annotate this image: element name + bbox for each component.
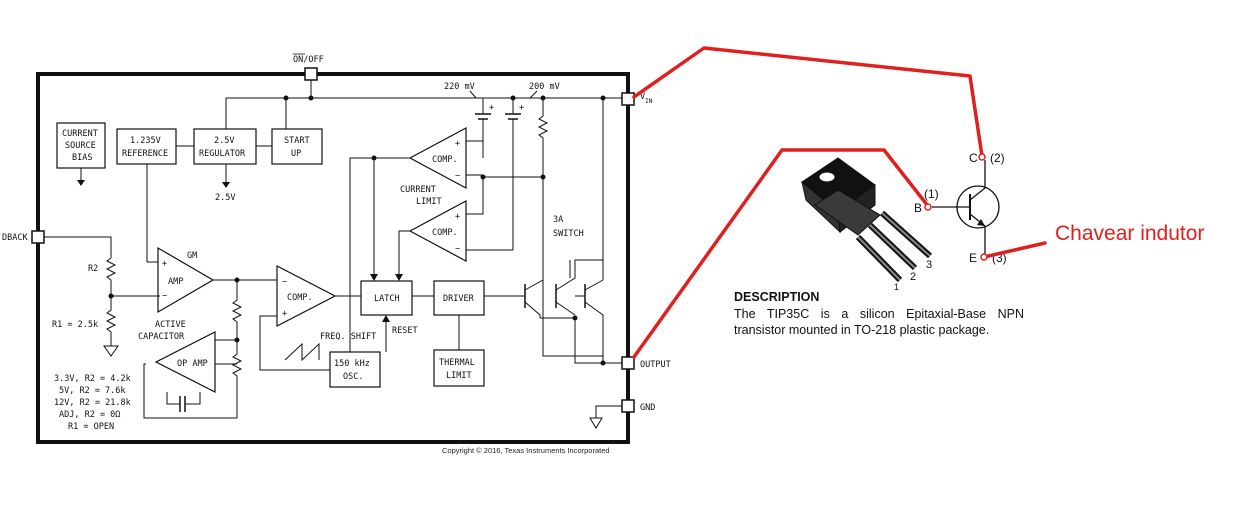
gnd-label: GND — [640, 403, 655, 413]
svg-text:ADJ, R2 = 0Ω: ADJ, R2 = 0Ω — [59, 410, 120, 420]
oscillator-block — [329, 351, 381, 388]
svg-text:FREQ. SHIFT: FREQ. SHIFT — [320, 332, 376, 342]
svg-text:2.5V: 2.5V — [214, 136, 234, 146]
svg-text:COMP.: COMP. — [432, 228, 458, 238]
driver-block — [433, 280, 485, 316]
wire-emitter-to-inductor — [982, 241, 1047, 259]
pin-c-number: (2) — [990, 151, 1005, 165]
svg-text:12V, R2 = 21.8k: 12V, R2 = 21.8k — [54, 398, 131, 408]
pin-b-number: (1) — [924, 187, 939, 201]
vin-label: VIN — [640, 92, 653, 105]
startup-block — [271, 128, 323, 165]
svg-text:200 mV: 200 mV — [529, 82, 560, 92]
copyright-notice: Copyright © 2016, Texas Instruments Inco… — [442, 446, 610, 455]
pin-e-label: E — [969, 251, 977, 265]
svg-text:ACTIVE: ACTIVE — [155, 320, 186, 330]
svg-text:CURRENT: CURRENT — [400, 185, 436, 195]
latch-block — [360, 280, 413, 316]
svg-text:−: − — [282, 277, 287, 287]
lead-1-label: 1 — [894, 282, 899, 292]
svg-text:3.3V, R2 = 4.2k: 3.3V, R2 = 4.2k — [54, 374, 131, 384]
svg-text:−: − — [162, 291, 167, 301]
svg-text:REGULATOR: REGULATOR — [199, 149, 246, 159]
reference-block — [116, 128, 177, 165]
thermal-limit-block — [433, 349, 485, 387]
svg-text:220 mV: 220 mV — [444, 82, 475, 92]
svg-text:−: − — [455, 244, 460, 254]
svg-text:AMP: AMP — [168, 277, 183, 287]
svg-text:LATCH: LATCH — [374, 294, 400, 304]
svg-text:START: START — [284, 136, 310, 146]
svg-text:+: + — [282, 309, 287, 319]
inductor-annotation: Chavear indutor — [1055, 222, 1205, 245]
svg-text:R1 = OPEN: R1 = OPEN — [68, 422, 114, 432]
description-title: DESCRIPTION — [734, 290, 820, 304]
red-wiring — [632, 46, 1047, 359]
svg-text:LIMIT: LIMIT — [446, 371, 472, 381]
lead-3-label: 3 — [926, 259, 932, 271]
regulator-block — [193, 128, 257, 165]
svg-text:OSC.: OSC. — [343, 372, 363, 382]
npn-transistor-symbol — [932, 160, 1000, 256]
svg-text:BIAS: BIAS — [72, 153, 92, 163]
svg-text:1.235V: 1.235V — [130, 136, 161, 146]
svg-text:SWITCH: SWITCH — [553, 229, 584, 239]
output-pin — [621, 356, 635, 370]
svg-text:COMP.: COMP. — [432, 155, 458, 165]
svg-text:+: + — [489, 103, 494, 113]
svg-text:3A: 3A — [553, 215, 563, 225]
emitter-dot — [980, 253, 988, 261]
vin-pin — [621, 92, 635, 106]
base-dot — [924, 203, 932, 211]
svg-text:R1 = 2.5k: R1 = 2.5k — [52, 320, 98, 330]
lead-2-label: 2 — [910, 271, 916, 283]
svg-text:SOURCE: SOURCE — [65, 141, 96, 151]
svg-text:R2: R2 — [88, 264, 98, 274]
output-label: OUTPUT — [640, 360, 671, 370]
svg-text:OP AMP: OP AMP — [177, 359, 208, 369]
feedback-label: DBACK — [2, 233, 28, 243]
on-off-pin — [304, 67, 318, 81]
tip35c-package — [801, 157, 933, 283]
collector-dot — [978, 153, 986, 161]
svg-text:RESET: RESET — [392, 326, 418, 336]
gm-amplifier — [157, 246, 215, 314]
wire-output-to-base — [632, 148, 930, 359]
svg-text:DRIVER: DRIVER — [443, 294, 475, 304]
svg-text:UP: UP — [291, 149, 301, 159]
wire-vin-to-collector — [632, 46, 984, 158]
svg-text:COMP.: COMP. — [287, 293, 313, 303]
svg-text:+: + — [519, 103, 524, 113]
on-off-label: ON/OFF — [293, 55, 324, 65]
svg-text:5V, R2 = 7.6k: 5V, R2 = 7.6k — [59, 386, 126, 396]
svg-text:CURRENT: CURRENT — [62, 129, 98, 139]
comparator-current-limit-top — [408, 126, 467, 190]
description-body: The TIP35C is a silicon Epitaxial-Base N… — [734, 307, 1024, 337]
current-source-bias-block — [56, 122, 106, 169]
pin-c-label: C — [969, 151, 978, 165]
svg-text:+: + — [455, 212, 460, 222]
svg-text:+: + — [162, 259, 167, 269]
svg-text:LIMIT: LIMIT — [416, 197, 442, 207]
svg-text:GM: GM — [187, 251, 197, 261]
svg-text:−: − — [455, 171, 460, 181]
svg-text:REFERENCE: REFERENCE — [122, 149, 168, 159]
svg-text:THERMAL: THERMAL — [439, 358, 475, 368]
svg-text:CAPACITOR: CAPACITOR — [138, 332, 185, 342]
svg-text:150 kHz: 150 kHz — [334, 359, 370, 369]
svg-text:+: + — [455, 139, 460, 149]
feedback-pin — [31, 230, 45, 244]
pwm-comparator — [276, 265, 337, 327]
pin-b-label: B — [914, 201, 922, 215]
comparator-current-limit-bottom — [408, 199, 467, 263]
svg-text:2.5V: 2.5V — [215, 193, 235, 203]
chip-outline — [36, 72, 630, 444]
gnd-pin — [621, 399, 635, 413]
op-amp — [154, 331, 216, 393]
